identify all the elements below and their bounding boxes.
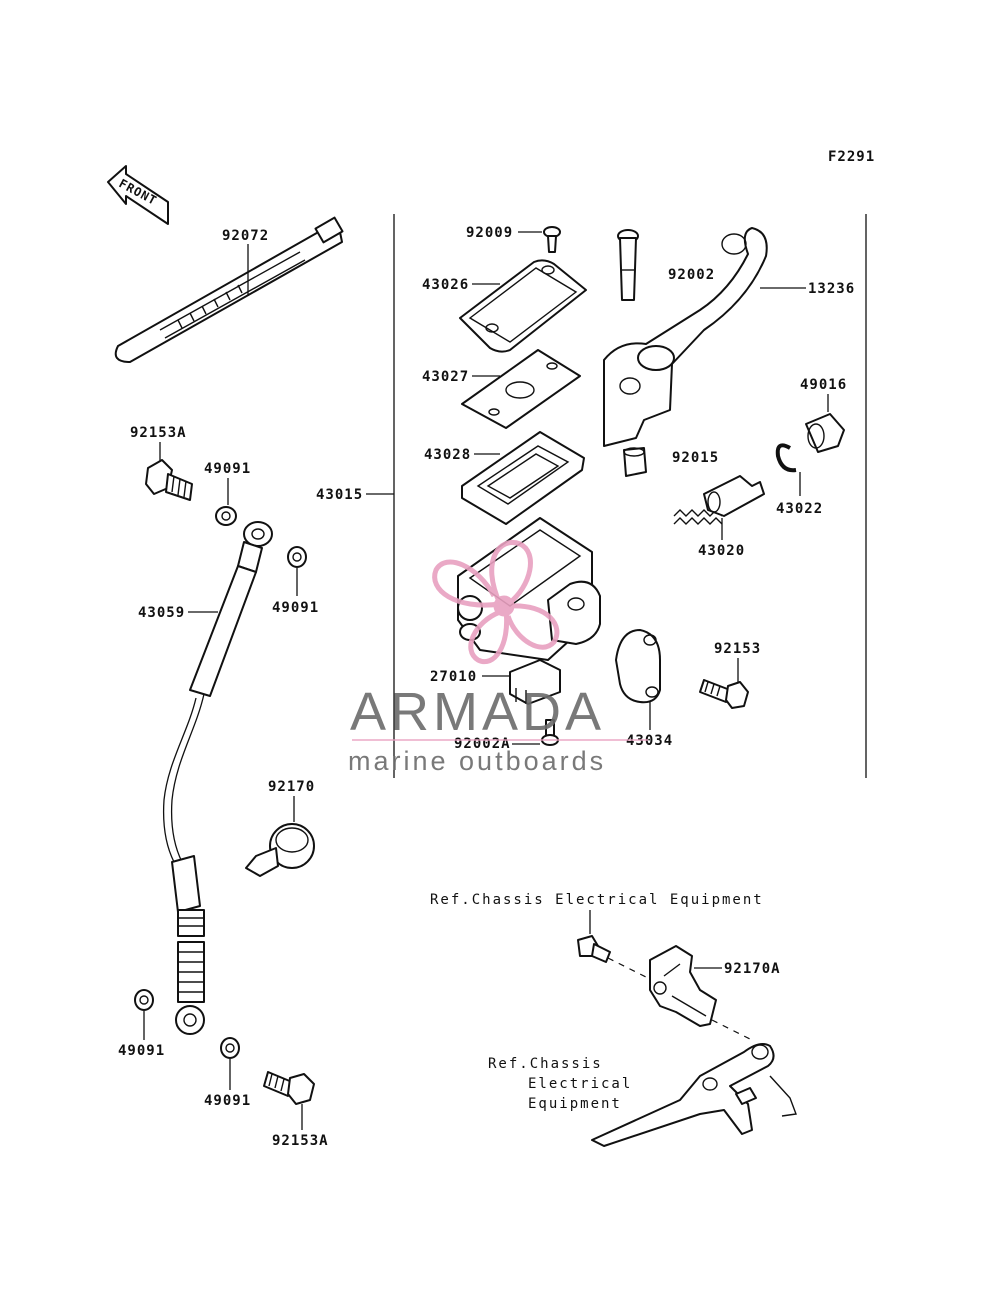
ref-chassis-bottom-3: Equipment	[528, 1096, 622, 1112]
washer-49091-b	[287, 546, 307, 568]
washer-49091-a	[215, 506, 237, 526]
screw-92009	[543, 226, 561, 253]
cable-tie-92072	[114, 216, 344, 363]
circlip-43022	[775, 443, 797, 473]
bolt-92153	[699, 679, 749, 709]
banjo-bolt-top	[145, 459, 193, 501]
part-label-43022: 43022	[776, 501, 823, 517]
ref-chassis-bottom-1: Ref.Chassis	[488, 1056, 603, 1072]
part-label-92170: 92170	[268, 779, 315, 795]
diaphragm-43028	[461, 431, 585, 525]
figure-code: F2291	[828, 149, 875, 165]
part-label-27010: 27010	[430, 669, 477, 685]
ref-chassis-bottom-2: Electrical	[528, 1076, 632, 1092]
part-label-43059: 43059	[138, 605, 185, 621]
part-label-43027: 43027	[422, 369, 469, 385]
brake-pedal-ref	[591, 1043, 797, 1147]
hose-clamp-92170	[245, 823, 315, 877]
part-label-92153: 92153	[714, 641, 761, 657]
armada-watermark: ARMADA marine outboards	[348, 540, 648, 776]
part-label-49091-a: 49091	[204, 461, 251, 477]
piston-assembly-43020	[673, 475, 765, 525]
part-label-92009: 92009	[466, 225, 513, 241]
part-label-49016: 49016	[800, 377, 847, 393]
nut-92015	[623, 447, 647, 477]
washer-49091-d	[220, 1037, 240, 1059]
hose-guide-92170a	[649, 945, 717, 1027]
part-label-92015: 92015	[672, 450, 719, 466]
part-label-43028: 43028	[424, 447, 471, 463]
part-label-92153a-top: 92153A	[130, 425, 187, 441]
part-label-92072: 92072	[222, 228, 269, 244]
part-label-43026: 43026	[422, 277, 469, 293]
watermark-brand: ARMADA	[350, 682, 605, 742]
brake-switch-27010	[509, 659, 561, 705]
ref-chassis-top: Ref.Chassis Electrical Equipment	[430, 892, 764, 908]
part-label-92170a: 92170A	[724, 961, 781, 977]
dust-boot-49016	[805, 413, 845, 453]
part-label-49091-b: 49091	[272, 600, 319, 616]
part-label-43020: 43020	[698, 543, 745, 559]
front-arrow-icon: FRONT	[107, 165, 169, 225]
watermark-tagline: marine outboards	[348, 746, 606, 776]
brake-lever-13236	[603, 227, 768, 447]
screw-92002a	[541, 719, 559, 746]
part-label-13236: 13236	[808, 281, 855, 297]
banjo-bolt-bottom	[263, 1071, 315, 1105]
reservoir-cap-43026	[459, 259, 587, 353]
part-label-43034: 43034	[626, 733, 673, 749]
master-cylinder-body	[457, 517, 601, 661]
part-label-49091-c: 49091	[118, 1043, 165, 1059]
diaphragm-plate-43027	[461, 349, 581, 429]
part-label-49091-d: 49091	[204, 1093, 251, 1109]
part-label-92002: 92002	[668, 267, 715, 283]
ref-bolt	[577, 935, 611, 963]
pivot-bolt-92002	[617, 229, 639, 301]
washer-49091-c	[134, 989, 154, 1011]
part-label-92153a-bottom: 92153A	[272, 1133, 329, 1149]
propeller-logo-icon	[432, 540, 560, 665]
holder-clamp-43034	[615, 629, 661, 704]
brake-hose-43059	[162, 521, 273, 1035]
part-label-43015: 43015	[316, 487, 363, 503]
